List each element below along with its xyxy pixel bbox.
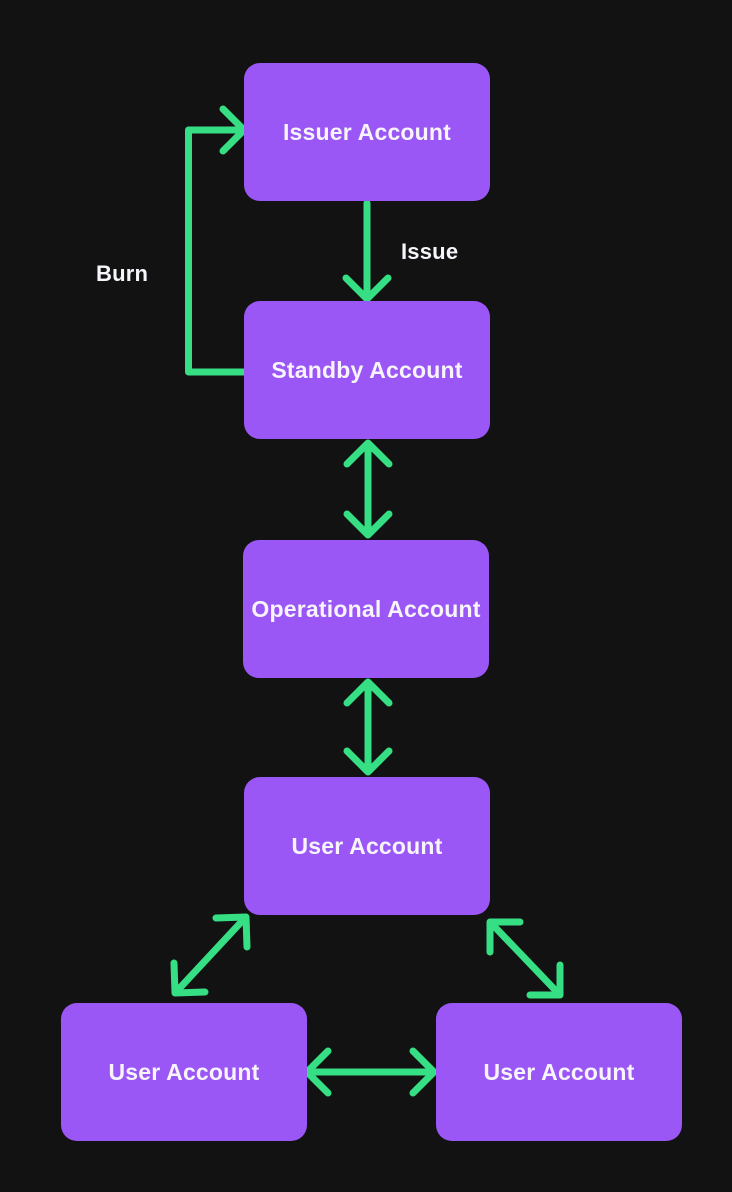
operational-user-arrow xyxy=(343,678,393,776)
standby-account-node: Standby Account xyxy=(244,301,490,439)
user-account-left-node: User Account xyxy=(61,1003,307,1141)
issuer-account-label: Issuer Account xyxy=(282,118,452,145)
user-account-left-label: User Account xyxy=(108,1058,260,1085)
issuer-account-node: Issuer Account xyxy=(244,63,490,201)
user-account-center-node: User Account xyxy=(244,777,490,915)
user-account-center-label: User Account xyxy=(291,832,443,859)
burn-edge-label: Burn xyxy=(96,261,149,286)
operational-account-node: Operational Account xyxy=(243,540,489,678)
user-right-diagonal-arrow xyxy=(486,918,564,999)
standby-account-label: Standby Account xyxy=(271,356,463,383)
issue-edge-label: Issue xyxy=(401,239,459,264)
user-account-right-label: User Account xyxy=(483,1058,635,1085)
operational-account-label: Operational Account xyxy=(251,595,481,622)
standby-operational-arrow xyxy=(343,439,393,539)
burn-arrow xyxy=(185,105,248,376)
user-left-right-arrow xyxy=(303,1047,438,1097)
user-account-right-node: User Account xyxy=(436,1003,682,1141)
user-left-diagonal-arrow xyxy=(170,913,251,997)
issue-arrow xyxy=(342,199,392,303)
